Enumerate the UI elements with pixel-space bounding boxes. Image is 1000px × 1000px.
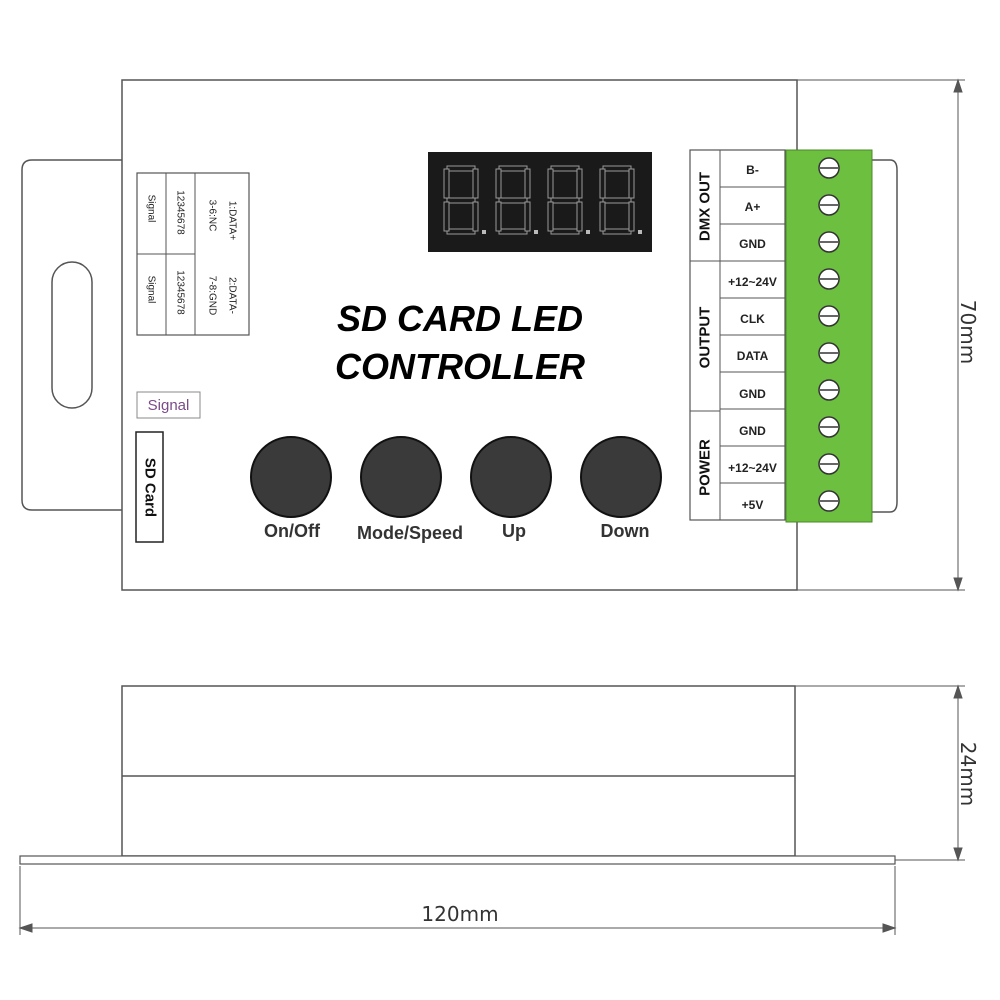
pin-output-data: DATA — [736, 349, 769, 363]
display-segment — [495, 201, 502, 232]
display-segment — [524, 201, 531, 232]
pin-power-gnd: GND — [739, 424, 766, 438]
display-segment — [576, 201, 583, 232]
display-segment — [495, 168, 502, 199]
button-label-mode-speed: Mode/Speed — [356, 523, 463, 543]
mounting-tab-right — [872, 159, 898, 513]
signal-label-top: Signal — [145, 194, 157, 223]
display-segment — [599, 168, 606, 199]
sd-card-label: SD Card — [141, 457, 159, 518]
button-on-off[interactable] — [250, 436, 332, 518]
display-dot — [586, 230, 590, 234]
pin-dmx-b-minus: B- — [746, 163, 759, 177]
display-segment — [576, 168, 583, 199]
display-segment — [547, 201, 554, 232]
display-segment — [472, 168, 479, 199]
button-label-down: Down — [600, 521, 650, 541]
display-dot — [638, 230, 642, 234]
group-label-dmx-out: DMX OUT — [696, 171, 714, 242]
side-view-body — [121, 685, 796, 857]
side-view-base — [19, 855, 896, 865]
display-segment — [550, 197, 580, 204]
pin-dmx-gnd: GND — [739, 237, 766, 251]
display-segment — [446, 165, 476, 172]
display-digit — [443, 165, 486, 235]
pin-numbers-top: 12345678 — [174, 190, 186, 235]
pin-col1-line1: 1:DATA+ — [226, 200, 238, 241]
terminal-screws — [818, 157, 840, 512]
dim-width: 120mm — [421, 902, 499, 926]
button-up[interactable] — [470, 436, 552, 518]
button-mode-speed[interactable] — [360, 436, 442, 518]
display-digit — [495, 165, 538, 235]
display-segment — [602, 165, 632, 172]
button-down[interactable] — [580, 436, 662, 518]
display-dot — [482, 230, 486, 234]
button-group — [250, 436, 662, 518]
mounting-slot — [51, 261, 93, 409]
signal-box — [136, 391, 201, 419]
group-label-power: POWER — [696, 439, 714, 496]
display-segment — [602, 197, 632, 204]
signal-label-bottom: Signal — [145, 275, 157, 304]
display-segment — [498, 197, 528, 204]
title-line-1: SD CARD LED — [336, 298, 583, 339]
display-segment — [443, 201, 450, 232]
dim-height-top: 70mm — [956, 299, 980, 365]
display-digits — [443, 165, 642, 235]
title-line-2: CONTROLLER — [335, 346, 585, 387]
display-segment — [446, 228, 476, 235]
display-segment — [628, 168, 635, 199]
group-label-output: OUTPUT — [696, 306, 714, 369]
display-segment — [472, 201, 479, 232]
display-digit — [599, 165, 642, 235]
pin-power-v: +12~24V — [728, 461, 777, 475]
pin-power-5v: +5V — [741, 498, 764, 512]
display-segment — [550, 165, 580, 172]
dim-height-side: 24mm — [956, 741, 980, 807]
display-segment — [550, 228, 580, 235]
pin-numbers-bottom: 12345678 — [174, 270, 186, 315]
display-segment — [524, 168, 531, 199]
display-segment — [498, 165, 528, 172]
display-segment — [547, 168, 554, 199]
display-segment — [498, 228, 528, 235]
display-segment — [628, 201, 635, 232]
sd-card-slot — [135, 431, 164, 543]
pin-col1-line2: 3-6:NC — [206, 199, 218, 232]
display-segment — [446, 197, 476, 204]
signal-label: Signal — [147, 397, 190, 414]
button-label-up: Up — [502, 521, 526, 541]
display-segment — [599, 201, 606, 232]
pin-col2-line1: 2:DATA- — [226, 277, 238, 314]
pin-output-v: +12~24V — [728, 275, 777, 289]
pin-output-gnd: GND — [739, 387, 766, 401]
display-segment — [602, 228, 632, 235]
button-label-on-off: On/Off — [264, 521, 320, 541]
pin-col2-line2: 7-8:GND — [206, 275, 218, 316]
display-dot — [534, 230, 538, 234]
display-digit — [547, 165, 590, 235]
display-segment — [443, 168, 450, 199]
dimension-lines — [18, 78, 965, 935]
pin-dmx-a-plus: A+ — [744, 200, 761, 214]
pin-output-clk: CLK — [740, 312, 765, 326]
